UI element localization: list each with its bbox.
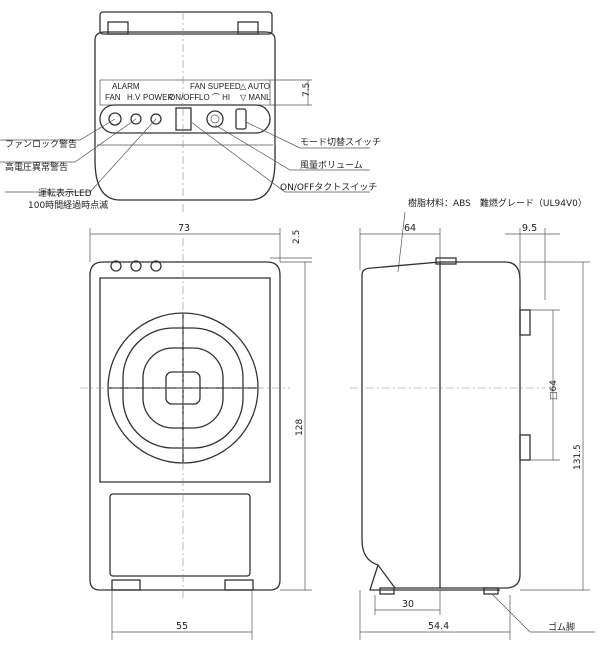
dim-30: 30 xyxy=(402,599,414,610)
dim-54-4: 54.4 xyxy=(428,621,449,632)
top-view: ALARM FAN H.V POWER ON/OFF FAN SUPEED LO… xyxy=(0,11,381,215)
callout-blink: 100時間経過時点滅 xyxy=(28,199,108,211)
label-power: POWER xyxy=(143,93,173,102)
label-fan: FAN xyxy=(105,93,121,102)
callout-material: 樹脂材料：ABS 難燃グレード（UL94V0） xyxy=(408,197,587,209)
callout-tact: ON/OFFタクトスイッチ xyxy=(280,182,377,193)
side-view: 樹脂材料：ABS 難燃グレード（UL94V0） 64 9.5 □64 131.5… xyxy=(350,197,595,640)
label-alarm: ALARM xyxy=(112,82,140,91)
dim-64: 64 xyxy=(404,223,416,234)
label-lo-hi: LO ⌒ HI xyxy=(199,93,230,102)
callout-run-led: 運転表示LED xyxy=(38,187,92,199)
dim-128: 128 xyxy=(295,419,305,436)
front-view: 73 2.5 128 55 xyxy=(80,223,312,640)
callout-fan-lock: ファンロック警告 xyxy=(5,138,77,150)
label-manl: ▽ MANL xyxy=(240,93,271,102)
label-onoff: ON/OFF xyxy=(169,93,199,102)
label-fan-speed: FAN SUPEED xyxy=(190,82,241,91)
dim-73: 73 xyxy=(178,223,190,234)
dim-55: 55 xyxy=(176,621,188,632)
dim-7-5: 7.5 xyxy=(302,83,312,97)
label-hv: H.V xyxy=(127,93,141,102)
dim-9-5: 9.5 xyxy=(522,223,537,234)
callout-mode-switch: モード切替スイッチ xyxy=(300,136,381,148)
callout-rubber-feet: ゴム脚 xyxy=(548,621,575,633)
label-auto: △ AUTO xyxy=(240,82,270,91)
callout-hv-alarm: 高電圧異常警告 xyxy=(5,161,68,173)
callout-volume: 風量ボリューム xyxy=(300,160,363,171)
dim-2-5: 2.5 xyxy=(292,230,302,244)
dim-sq64: □64 xyxy=(549,380,559,400)
dim-131-5: 131.5 xyxy=(573,444,583,470)
